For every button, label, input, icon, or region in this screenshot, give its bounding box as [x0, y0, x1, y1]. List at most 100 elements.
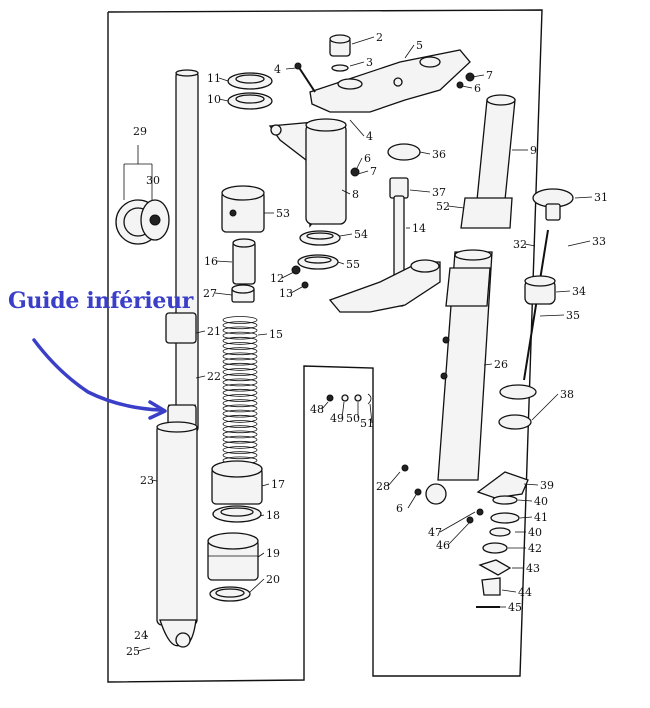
leader-line: [471, 74, 485, 78]
part-number-p3: 3: [366, 56, 373, 69]
leader-line: [290, 286, 303, 294]
leader-line: [447, 205, 465, 209]
spring-coil: [222, 394, 258, 402]
part-number-p43: 43: [526, 562, 540, 575]
part-number-p16: 16: [204, 255, 218, 268]
spring-coil: [222, 321, 258, 330]
leader-line: [339, 233, 353, 237]
leader-line: [447, 521, 471, 546]
part-number-p6c: 6: [396, 502, 403, 515]
spring-coil: [222, 446, 258, 454]
part-number-p13: 13: [279, 287, 293, 300]
part-number-p54: 54: [354, 228, 368, 241]
spring-coil: [222, 409, 258, 418]
damper-rod: [523, 229, 549, 381]
part-number-p18: 18: [266, 509, 280, 522]
part-number-p4b: 4: [366, 130, 373, 143]
spring-coil: [222, 342, 258, 350]
leader-line: [337, 261, 345, 265]
diagram-frame: [107, 9, 543, 683]
spring-coil: [222, 378, 258, 387]
spring-coil: [222, 399, 258, 408]
cap-bolt-2: [329, 34, 351, 72]
part-number-p32: 32: [513, 238, 527, 251]
leader-line: [341, 401, 345, 419]
knob-31: [532, 188, 574, 221]
part-number-p50: 50: [346, 412, 360, 425]
part-number-p42: 42: [528, 542, 542, 555]
part-number-p49: 49: [330, 412, 344, 425]
part-number-p8: 8: [352, 188, 359, 201]
part-number-p24: 24: [134, 629, 148, 642]
bushing-27: [231, 284, 255, 303]
part-34: [524, 275, 556, 305]
part-number-p28: 28: [376, 480, 390, 493]
part-number-p6b: 6: [364, 152, 371, 165]
right-fork-tube: [425, 94, 516, 505]
part-number-p40b: 40: [528, 526, 542, 539]
collar-53: [221, 185, 265, 233]
leader-line: [531, 393, 559, 421]
part-number-p38: 38: [560, 388, 574, 401]
leader-line: [218, 98, 229, 102]
leader-line: [517, 499, 533, 502]
part-number-p23: 23: [140, 474, 154, 487]
spring-coil: [222, 383, 258, 392]
part-number-p22: 22: [207, 370, 221, 383]
pinch-bolt-4: [294, 62, 316, 93]
nuts-6-7: [456, 72, 475, 89]
leader-line: [461, 85, 473, 89]
part-number-p5: 5: [416, 39, 423, 52]
part-number-p10: 10: [207, 93, 221, 106]
spring-coil: [222, 326, 258, 335]
leader-line: [355, 157, 363, 171]
leader-line: [574, 196, 593, 199]
leader-line: [137, 647, 151, 652]
spring-coil: [222, 414, 258, 423]
part-number-p7: 7: [486, 69, 493, 82]
spring-coil: [222, 420, 258, 428]
part-number-p52: 52: [436, 200, 450, 213]
leader-line: [567, 240, 591, 247]
small-parts-39-45: [476, 471, 529, 608]
seals-54-55: [291, 230, 341, 289]
leader-line: [349, 119, 365, 137]
part-number-p37: 37: [432, 186, 446, 199]
part-number-p30: 30: [146, 174, 160, 187]
part-17: [211, 460, 263, 505]
part-number-p53: 53: [276, 207, 290, 220]
part-number-p26: 26: [494, 358, 508, 371]
leader-line: [195, 330, 206, 334]
part-number-p51: 51: [360, 417, 374, 430]
annotation-arrow: [32, 338, 167, 420]
part-number-p21: 21: [207, 325, 221, 338]
leader-line: [341, 189, 351, 195]
part-number-p7b: 7: [370, 165, 377, 178]
leader-line: [439, 511, 476, 533]
part-number-p39: 39: [540, 479, 554, 492]
spring-coil: [222, 440, 258, 449]
leader-line: [151, 479, 158, 482]
part-number-p31: 31: [594, 191, 608, 204]
leader-line: [555, 290, 571, 293]
leader-line: [349, 61, 365, 67]
spring-coil: [222, 373, 258, 382]
leader-line: [285, 67, 297, 70]
spring-15: [222, 316, 258, 465]
seal-18: [212, 505, 262, 523]
seals-38: [498, 384, 537, 430]
part-number-p41: 41: [534, 511, 548, 524]
part-number-p44: 44: [518, 586, 532, 599]
leader-line: [257, 552, 265, 558]
part-number-p12: 12: [270, 272, 284, 285]
spacer-16: [232, 238, 256, 285]
part-number-p36: 36: [432, 148, 446, 161]
part-number-p9: 9: [530, 144, 537, 157]
part-number-p2: 2: [376, 31, 383, 44]
top-yoke: [309, 49, 471, 113]
part-number-p6: 6: [474, 82, 481, 95]
spring-coil: [222, 331, 258, 340]
left-fork-tube: [156, 69, 199, 648]
part-number-p45: 45: [508, 601, 522, 614]
part-19: [207, 532, 259, 581]
